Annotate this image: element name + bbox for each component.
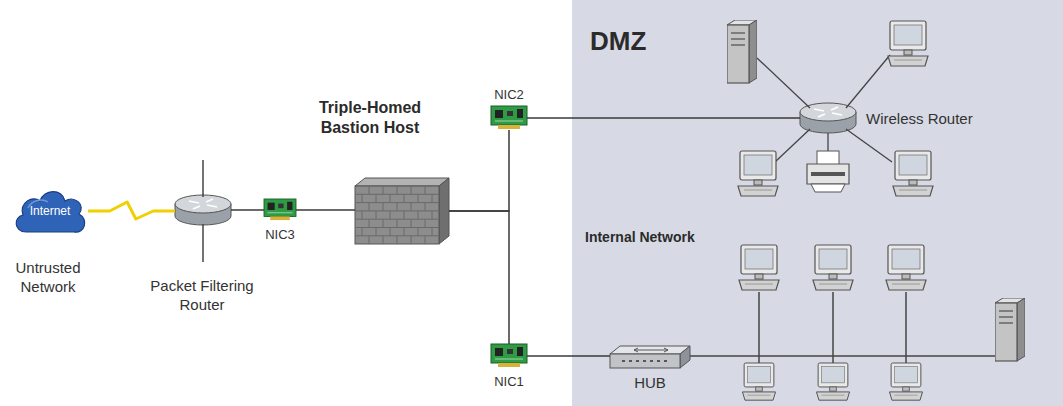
computer-icon [889, 363, 922, 400]
network-cable [231, 209, 264, 211]
router-shape [800, 103, 856, 133]
lan-bus [690, 292, 995, 363]
wireless-links [757, 55, 892, 162]
label-slot: Packet Filtering Router [142, 276, 262, 314]
computer-icon [888, 21, 928, 66]
label-slot: NIC3 [250, 225, 310, 243]
server-icon [727, 20, 757, 83]
network-cable [449, 130, 509, 211]
wan-link [88, 202, 175, 219]
router-antenna [202, 160, 204, 262]
node-label: Triple-Homed Bastion Host [300, 98, 440, 138]
printer-icon [807, 151, 849, 192]
router-icon: Wireless Router [800, 103, 856, 133]
dmz-zone: DMZ Wireless RouterHUB [572, 0, 1063, 406]
label-slot: Internal Network [585, 228, 735, 246]
nic-shape [491, 344, 527, 368]
label-slot: Untrusted Network [0, 258, 103, 296]
label-slot: HUB [610, 373, 690, 392]
computer-icon [893, 151, 933, 196]
server-icon [995, 298, 1025, 361]
node-label: Packet Filtering Router [142, 276, 262, 314]
label-slot: NIC2 [479, 85, 539, 103]
internet-cloud: InternetUntrusted Network [12, 186, 88, 236]
label-slot: Triple-Homed Bastion Host [300, 98, 440, 138]
node-label: NIC1 [494, 374, 524, 390]
node-label: Internet [30, 202, 71, 221]
network-cable [527, 117, 800, 119]
node-label: NIC3 [265, 227, 295, 243]
computer-icon [739, 245, 779, 290]
computer-icon [738, 151, 778, 196]
router-shape [175, 195, 231, 225]
label-slot: Wireless Router [866, 109, 1006, 128]
hub-shape [610, 344, 690, 368]
router-icon: Packet Filtering Router [175, 195, 231, 225]
network-cable [449, 211, 509, 344]
nic-card: NIC3 [264, 199, 296, 221]
node-label: HUB [634, 373, 666, 392]
label-slot: DMZ [590, 26, 710, 56]
nic-shape [491, 106, 527, 130]
network-cable [296, 209, 355, 211]
firewall-wall: Triple-Homed Bastion Host [355, 178, 449, 244]
computer-icon [816, 363, 849, 400]
node-label: Untrusted Network [0, 258, 103, 296]
computer-icon [742, 363, 775, 400]
network-cable [527, 355, 610, 357]
node-label: DMZ [590, 26, 646, 56]
label-slot: Internet [12, 201, 88, 221]
computer-icon [813, 245, 853, 290]
label-slot: NIC1 [479, 372, 539, 390]
nic-card: NIC1 [491, 344, 527, 368]
nic-card: NIC2 [491, 106, 527, 130]
section-label: Internal Network [585, 228, 695, 246]
node-label: Wireless Router [866, 109, 973, 128]
nic-shape [264, 199, 296, 221]
wall-shape [355, 178, 449, 244]
hub-icon: HUB [610, 344, 690, 368]
node-label: NIC2 [494, 87, 524, 103]
computer-icon [886, 245, 926, 290]
